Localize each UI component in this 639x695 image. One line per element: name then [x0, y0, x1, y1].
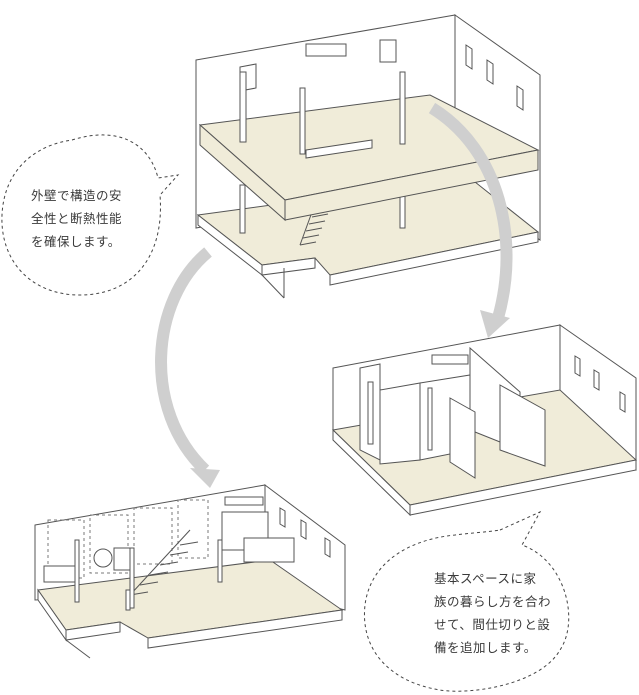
structure-shell-illustration: [195, 14, 541, 299]
bubble-line: を確保します。: [31, 234, 121, 249]
finished-plan-illustration: [34, 484, 346, 659]
arrow-to-basic-space: [428, 102, 513, 338]
exterior-bubble: [1, 134, 180, 296]
basic-space-illustration: [331, 324, 638, 517]
bubble-line: 族の暮らし方を合わ: [434, 594, 552, 609]
arrow-to-finished-plan: [155, 247, 220, 488]
interior-bubble-text: 基本スペースに家 族の暮らし方を合わ せて、間仕切りと設 備を追加します。: [434, 567, 551, 659]
bubble-line: 外壁で構造の安: [31, 188, 123, 203]
interior-bubble: [363, 510, 570, 692]
bubble-line: 備を追加します。: [434, 640, 537, 655]
bubble-line: 基本スペースに家: [434, 571, 537, 586]
bubble-line: 全性と断熱性能: [31, 211, 123, 226]
bubble-line: せて、間仕切りと設: [434, 617, 551, 632]
exterior-bubble-text: 外壁で構造の安 全性と断熱性能 を確保します。: [31, 184, 122, 253]
